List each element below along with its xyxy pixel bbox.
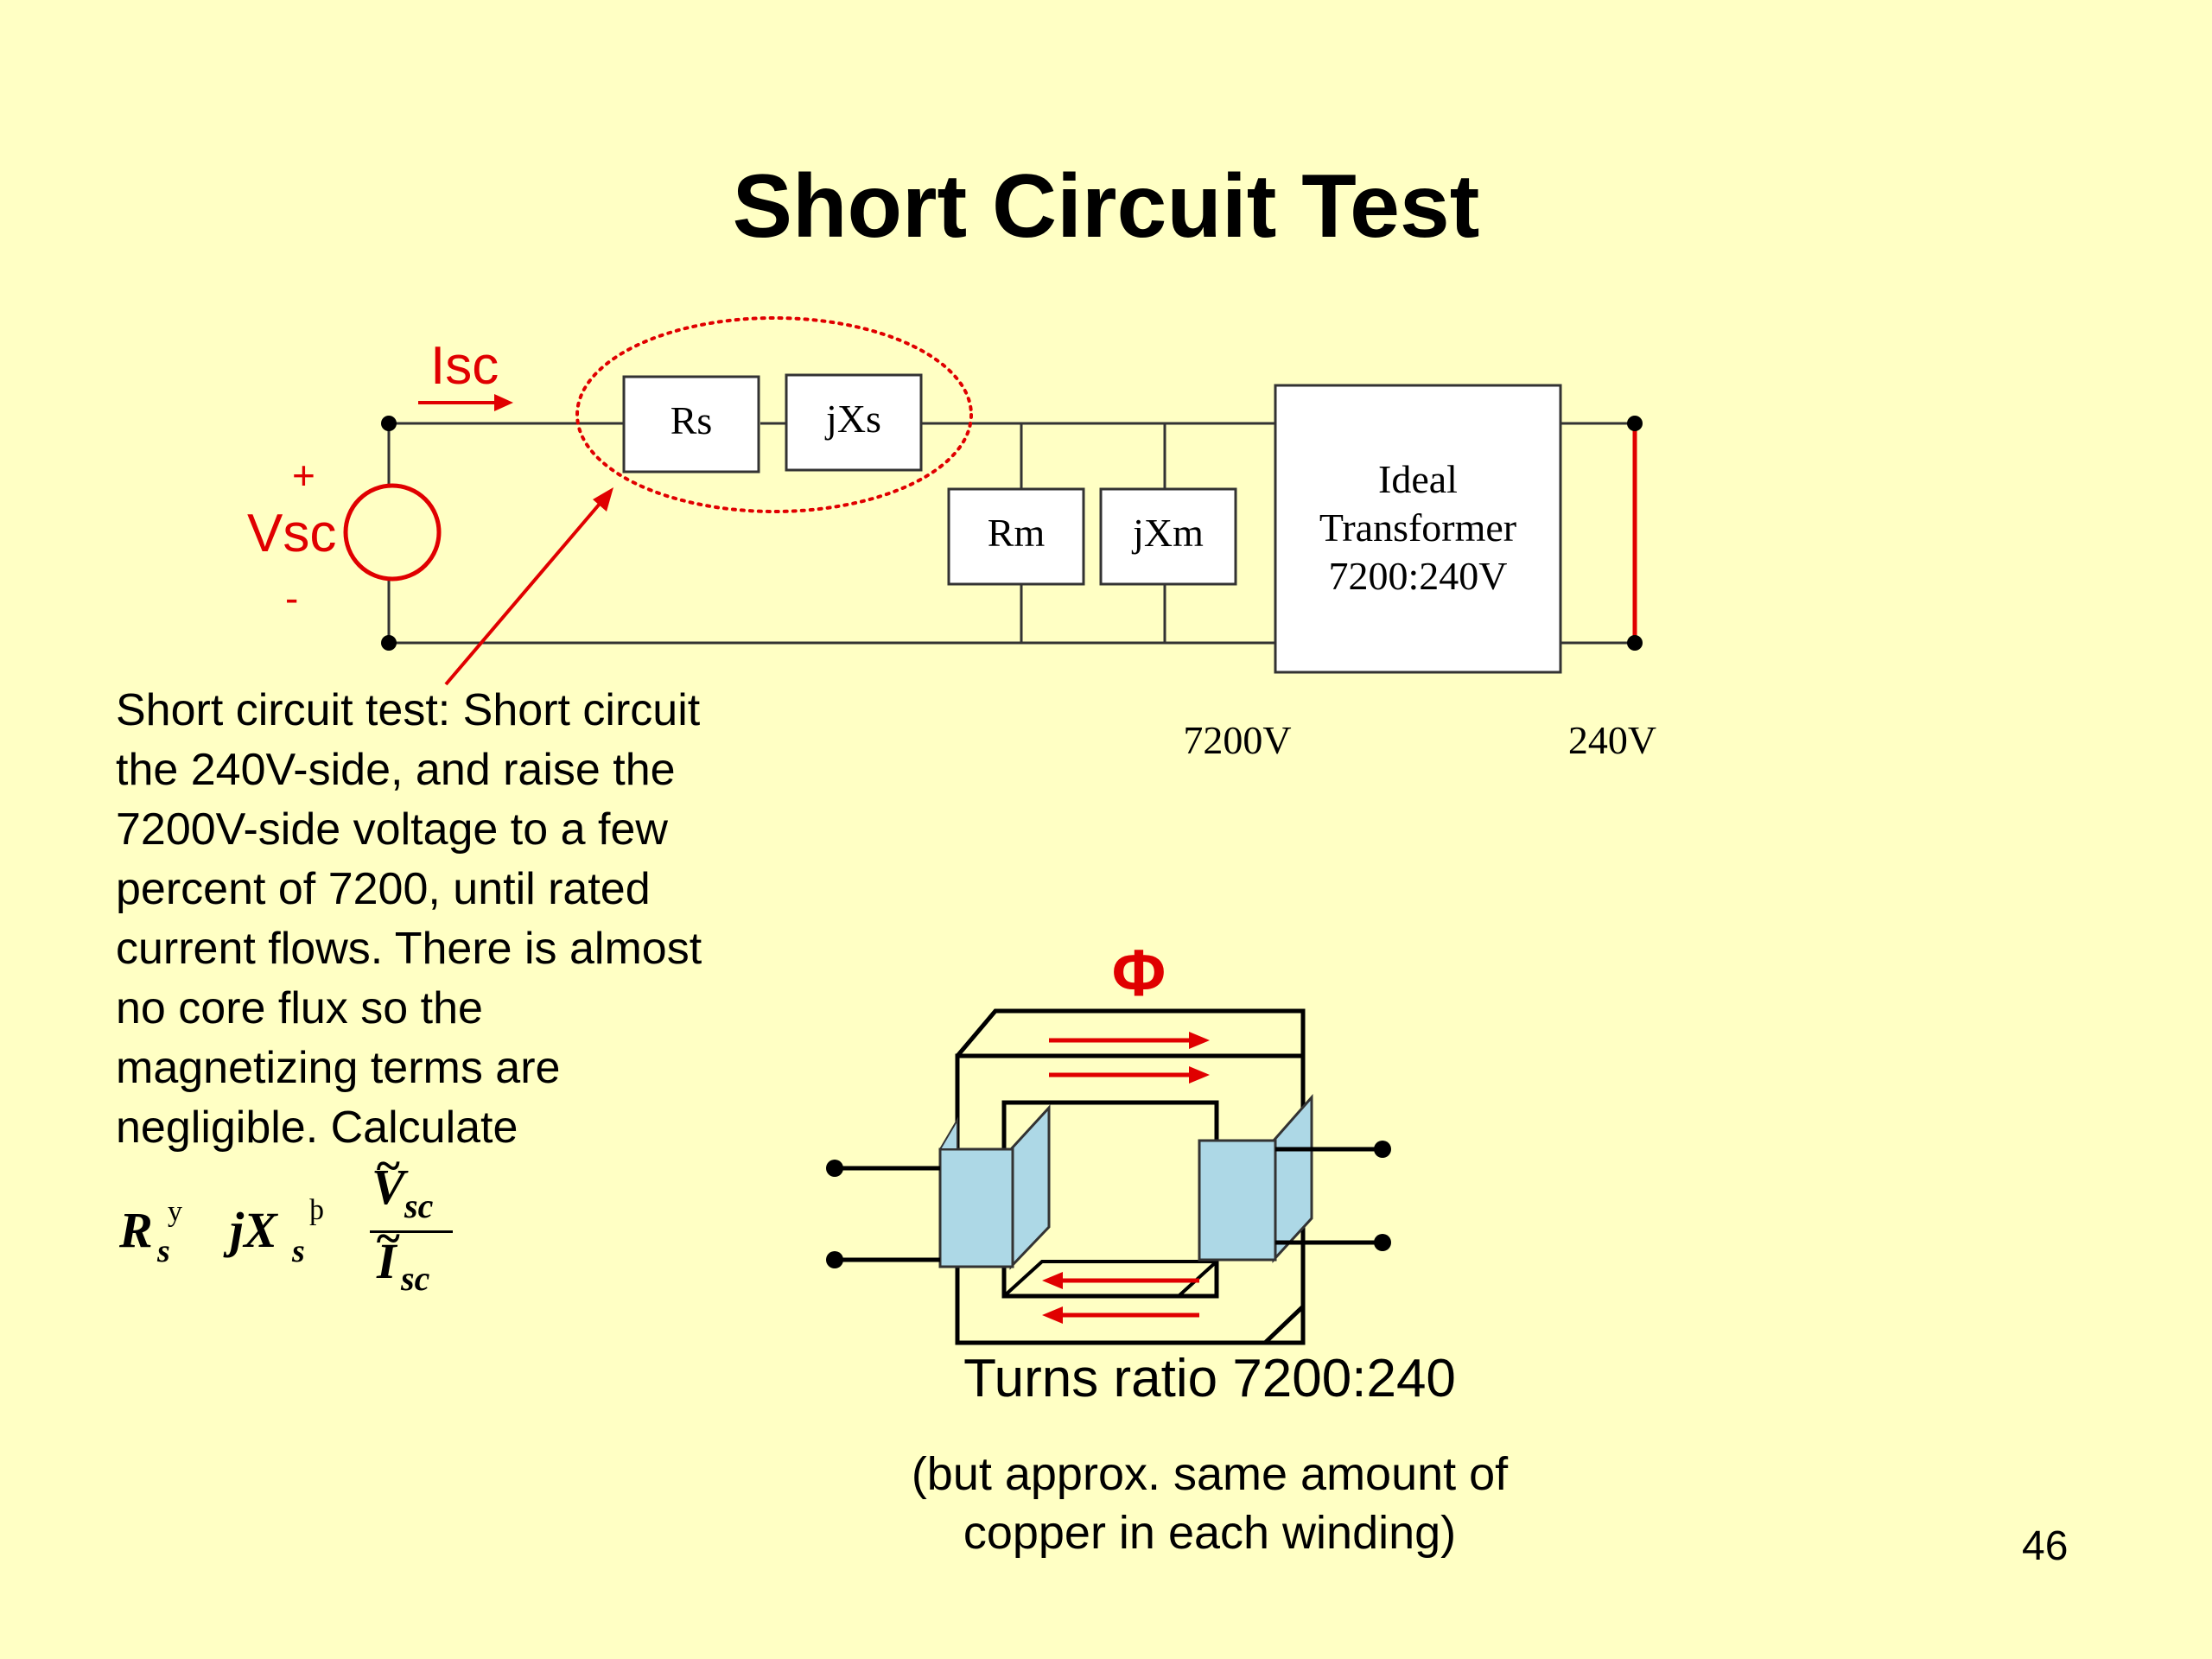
secondary-voltage-label: 240V (1568, 718, 1656, 762)
secondary-winding (1198, 1094, 1313, 1263)
current-label: Isc (430, 336, 499, 396)
formula-rs-sub: s (157, 1233, 170, 1269)
source-minus-sign: - (285, 575, 298, 620)
formula-jxs-sup: þ (309, 1194, 324, 1226)
terminal-dot (1374, 1234, 1391, 1251)
jxm-label: jXm (1131, 511, 1204, 555)
formula-rs-sup: y (168, 1196, 182, 1228)
fraction-bar (370, 1230, 453, 1233)
pointer-arrowhead (593, 487, 613, 512)
formula-denominator-tilde: ~ (375, 1214, 401, 1263)
formula-denominator: I (377, 1233, 397, 1289)
flux-arrows (1042, 1032, 1210, 1324)
primary-voltage-label: 7200V (1183, 718, 1291, 762)
primary-winding (938, 1104, 1051, 1270)
ideal-transformer-line1: Ideal (1378, 457, 1458, 501)
ideal-transformer-box (1274, 384, 1562, 674)
terminal-dot (826, 1160, 843, 1177)
formula-jxs: jX (230, 1202, 277, 1258)
jxs-label: jXs (824, 397, 881, 441)
formula: R s y jX s þ ~ V sc ~ I sc (119, 1141, 482, 1313)
voltage-source (343, 483, 442, 582)
copper-note-caption: (but approx. same amount of copper in ea… (911, 1448, 1509, 1559)
source-plus-sign: + (292, 453, 315, 498)
ideal-transformer-line2: Transformer (1319, 505, 1516, 550)
formula-denominator-sub: sc (401, 1259, 430, 1298)
terminal-dot (1627, 416, 1643, 431)
flux-label: Φ (1112, 937, 1166, 1010)
page-number: 46 (2022, 1523, 2069, 1569)
source-label: Vsc (247, 504, 336, 563)
formula-numerator: V (372, 1159, 405, 1215)
turns-ratio-caption: Turns ratio 7200:240 (963, 1349, 1456, 1408)
rm-box (947, 487, 1085, 586)
pointer-arrow (444, 496, 607, 686)
description-text: Short circuit test: Short circuit the 24… (116, 685, 702, 1153)
terminal-dot (826, 1251, 843, 1268)
formula-jxs-sub: s (292, 1233, 305, 1269)
series-highlight-ellipse (575, 316, 973, 513)
formula-numerator-tilde: ~ (375, 1141, 401, 1191)
page-title: Short Circuit Test (732, 156, 1480, 257)
current-arrowhead (494, 394, 513, 411)
terminal-dot (381, 416, 397, 431)
jxs-box (785, 373, 923, 472)
terminal-dot (381, 635, 397, 651)
rs-label: Rs (671, 398, 713, 442)
rm-label: Rm (988, 511, 1046, 555)
formula-numerator-sub: sc (404, 1186, 434, 1225)
ideal-transformer-line3: 7200:240V (1329, 554, 1508, 598)
rs-box (622, 375, 760, 474)
circuit-wires (387, 422, 1635, 645)
jxm-box (1099, 487, 1237, 586)
terminal-dot (1627, 635, 1643, 651)
terminal-dot (1374, 1141, 1391, 1158)
formula-rs: R (119, 1202, 153, 1258)
